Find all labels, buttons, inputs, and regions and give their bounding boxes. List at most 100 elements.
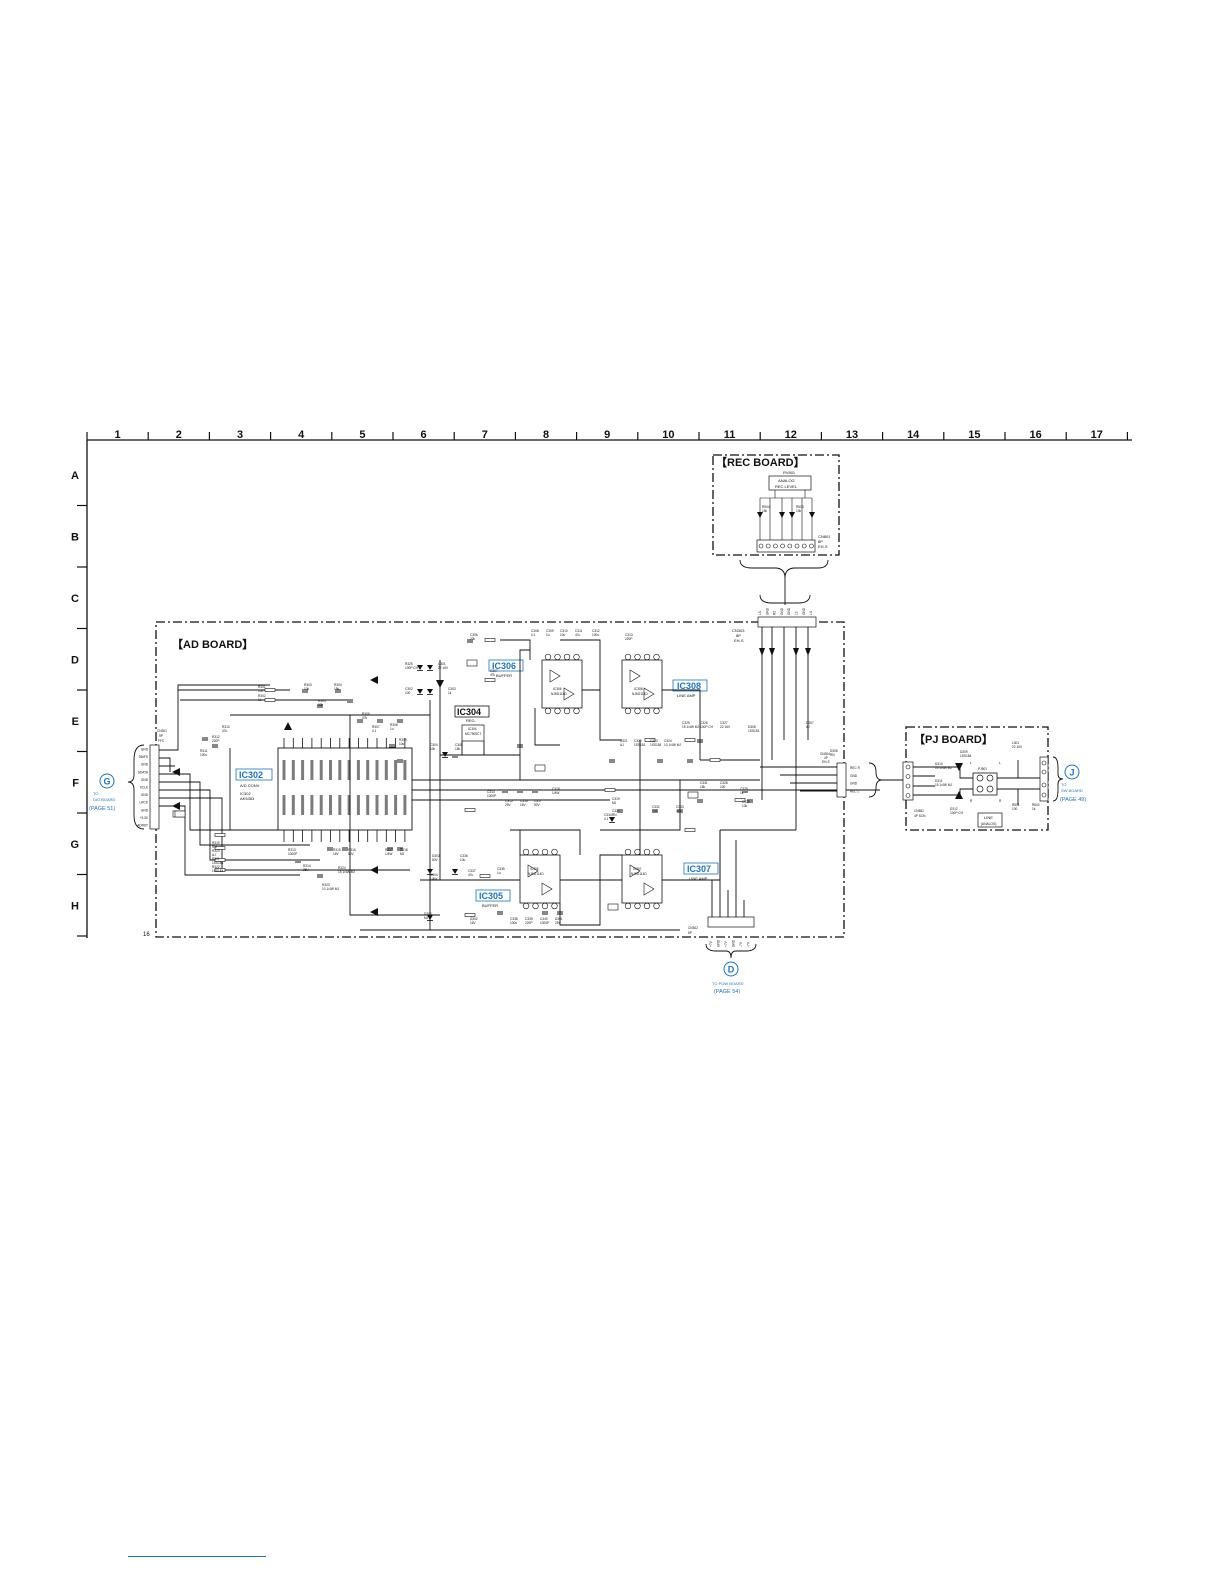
component-designator: C312: [592, 629, 600, 633]
row-label: H: [71, 900, 79, 912]
test-point: [174, 810, 186, 818]
component-designator: R304: [334, 683, 342, 687]
component-designator: C332: [652, 805, 660, 809]
test-point: [466, 659, 478, 667]
cn303-pins-count: 8P: [736, 633, 741, 638]
ic306-ref: IC306: [553, 687, 562, 691]
component-designator: D309: [960, 750, 968, 754]
component-value: RN: [830, 753, 835, 757]
ic307-label: IC307: [687, 864, 711, 874]
ad-board-title: 【AD BOARD】: [172, 638, 253, 651]
component-value: 25V: [505, 803, 512, 807]
ic308-ref: IC308: [634, 687, 643, 691]
ic308-func: LINE AMP: [677, 693, 696, 698]
ic-pin-name: [366, 760, 370, 780]
component-value: 100u: [200, 753, 207, 757]
component-designator: C309: [546, 629, 554, 633]
ref-d-line2: (PAGE 54): [714, 989, 740, 995]
connector-pin-label: +7V: [709, 940, 713, 947]
component-value: 220P: [212, 739, 219, 743]
ic-pin: [541, 848, 549, 856]
resistor: [484, 678, 496, 682]
component-designator: C313: [625, 633, 633, 637]
component-designator: C324: [664, 739, 672, 743]
ic-pin-name: [291, 760, 295, 780]
ic-pin: [573, 653, 580, 661]
ic-pin-name: [375, 795, 379, 815]
component-value: 220P: [525, 921, 532, 925]
opamp-symbol: [541, 882, 553, 896]
connector-pin-label: LRCK: [139, 801, 148, 805]
component-value: 47k: [362, 716, 368, 720]
diode: [442, 752, 448, 757]
col-label: 7: [482, 429, 488, 441]
ic-pin-name: [291, 795, 295, 815]
ic-pin-name: [356, 795, 360, 815]
ic304-ref: IC304: [468, 727, 477, 731]
diode: [417, 665, 423, 670]
component-value: 0.1: [531, 633, 536, 637]
component-designator: C310: [560, 629, 568, 633]
component-value: 25V: [555, 921, 562, 925]
row-label: E: [72, 716, 79, 728]
resistor: [214, 858, 226, 862]
component-value: 100: [720, 785, 726, 789]
ic-pin-name: [347, 760, 351, 780]
ref-g: G TO DIG BOARD (PAGE 51): [89, 773, 116, 812]
component-value: 100: [1012, 807, 1018, 811]
component-value: RN: [612, 813, 617, 817]
component-designator: C334: [604, 813, 612, 817]
col-label: 3: [237, 429, 243, 441]
connector-pin: [905, 764, 911, 770]
component-designator: C322: [634, 739, 642, 743]
connector-pin: [905, 774, 911, 779]
component-designator: R325: [405, 662, 413, 666]
ic-pin: [643, 848, 651, 856]
component-designator: R312: [212, 735, 220, 739]
ic306-label: IC306: [492, 661, 516, 671]
resistor: [734, 798, 746, 802]
resistor: [214, 833, 226, 837]
component-value: 10u: [460, 858, 466, 862]
cn301-type: FFC: [158, 739, 165, 743]
resistor: [484, 638, 496, 642]
component-designator: C307: [490, 669, 498, 673]
col-label: 17: [1091, 429, 1103, 441]
ic304-label: IC304: [457, 707, 481, 717]
component-value: MJ: [612, 801, 617, 805]
component-value: 1k: [448, 691, 452, 695]
component-value: 10u: [560, 633, 566, 637]
component-designator: C325: [682, 721, 690, 725]
ic302-ref: IC302: [240, 791, 251, 796]
component-value: 47u: [222, 729, 228, 733]
connector-pin: [905, 783, 911, 789]
component-value: AJ: [620, 743, 624, 747]
resistor: [709, 758, 721, 762]
component-designator: R310: [222, 725, 230, 729]
component-designator: C337: [468, 869, 476, 873]
component-value: 16V: [520, 803, 527, 807]
ic-pin-name: [329, 760, 332, 780]
component-value: 1SS184: [212, 869, 224, 873]
component-designator: C304: [430, 743, 438, 747]
ic-pin-name: [394, 795, 398, 815]
component-designator: R321: [212, 857, 220, 861]
ic-pin: [624, 707, 632, 715]
component-designator: D311: [935, 779, 943, 783]
component-value: 22k: [470, 637, 476, 641]
component-designator: C336: [460, 854, 468, 858]
connector-pin-label: REC R: [850, 766, 861, 770]
component-designator: R324: [338, 866, 346, 870]
component-value: 1/4W: [430, 877, 437, 881]
component-value: RN: [212, 845, 217, 849]
connector-pin-label: GND: [717, 939, 721, 947]
component-value: 10k: [796, 509, 802, 513]
component-value: 16V: [333, 852, 340, 856]
ic-pin: [643, 653, 651, 661]
component-designator: D306: [830, 749, 838, 753]
ic-pin: [544, 653, 552, 661]
connector-pin-label: LS: [758, 611, 762, 615]
col-label: 5: [359, 429, 365, 441]
